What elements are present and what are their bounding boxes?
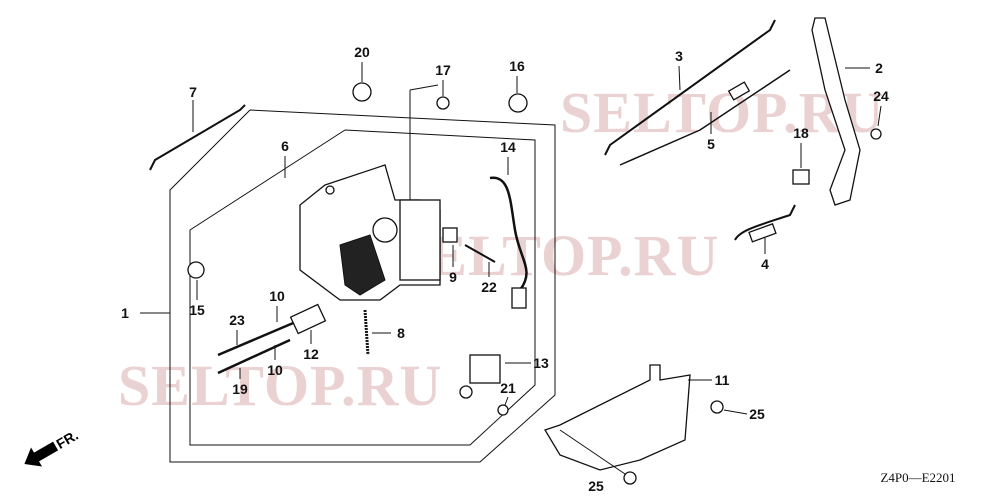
- callout-16: 16: [509, 58, 525, 74]
- front-label: FR.: [53, 427, 81, 452]
- callout-21: 21: [500, 380, 516, 396]
- rod-7: [149, 104, 246, 171]
- governor-spring: [734, 204, 796, 243]
- bolt-17: [436, 96, 450, 110]
- assembly-frame-inner: [189, 129, 536, 446]
- switch-13: [469, 354, 501, 384]
- clip-9: [442, 227, 458, 243]
- diagram-code: Z4P0—E2201: [880, 470, 955, 485]
- callout-15: 15: [189, 302, 205, 318]
- callout-14: 14: [500, 139, 516, 155]
- callout-1: 1: [121, 305, 129, 321]
- callout-24: 24: [873, 88, 889, 104]
- callout-12: 12: [303, 346, 319, 362]
- watermark: SELTOP.RU: [118, 353, 442, 418]
- callout-11: 11: [715, 372, 730, 388]
- callout-9: 9: [449, 269, 457, 285]
- clip-16: [508, 93, 528, 113]
- callout-3: 3: [675, 48, 683, 64]
- callout-2: 2: [875, 60, 883, 76]
- callout-13: 13: [533, 355, 549, 371]
- callout-10: 10: [269, 288, 285, 304]
- governor-arm: [811, 17, 861, 206]
- clip-18: [792, 169, 810, 185]
- clip-15: [187, 261, 205, 279]
- callout-18: 18: [793, 125, 809, 141]
- front-arrow-icon: FR.: [24, 427, 81, 467]
- leader-lines: [196, 62, 882, 475]
- callout-8: 8: [397, 325, 405, 341]
- callout-25: 25: [588, 478, 604, 494]
- callout-17: 17: [435, 62, 451, 78]
- collar-12: [289, 303, 327, 335]
- choke-rod: [619, 69, 791, 166]
- callout-23: 23: [229, 312, 245, 328]
- clip-20: [352, 82, 372, 102]
- spring-8: [363, 309, 370, 356]
- callout-19: 19: [232, 381, 248, 397]
- governor-rod: [604, 19, 776, 156]
- callout-22: 22: [481, 279, 497, 295]
- callout-7: 7: [189, 84, 197, 100]
- callout-25: 25: [749, 406, 765, 422]
- control-cover: [544, 364, 691, 471]
- assembly-frame-outer: [169, 109, 556, 463]
- callout-20: 20: [354, 44, 370, 60]
- callout-5: 5: [707, 136, 715, 152]
- callout-6: 6: [281, 138, 289, 154]
- callout-4: 4: [761, 256, 769, 272]
- callout-10: 10: [267, 362, 283, 378]
- wire-harness: [489, 176, 528, 291]
- control-base-bracket: [299, 84, 441, 301]
